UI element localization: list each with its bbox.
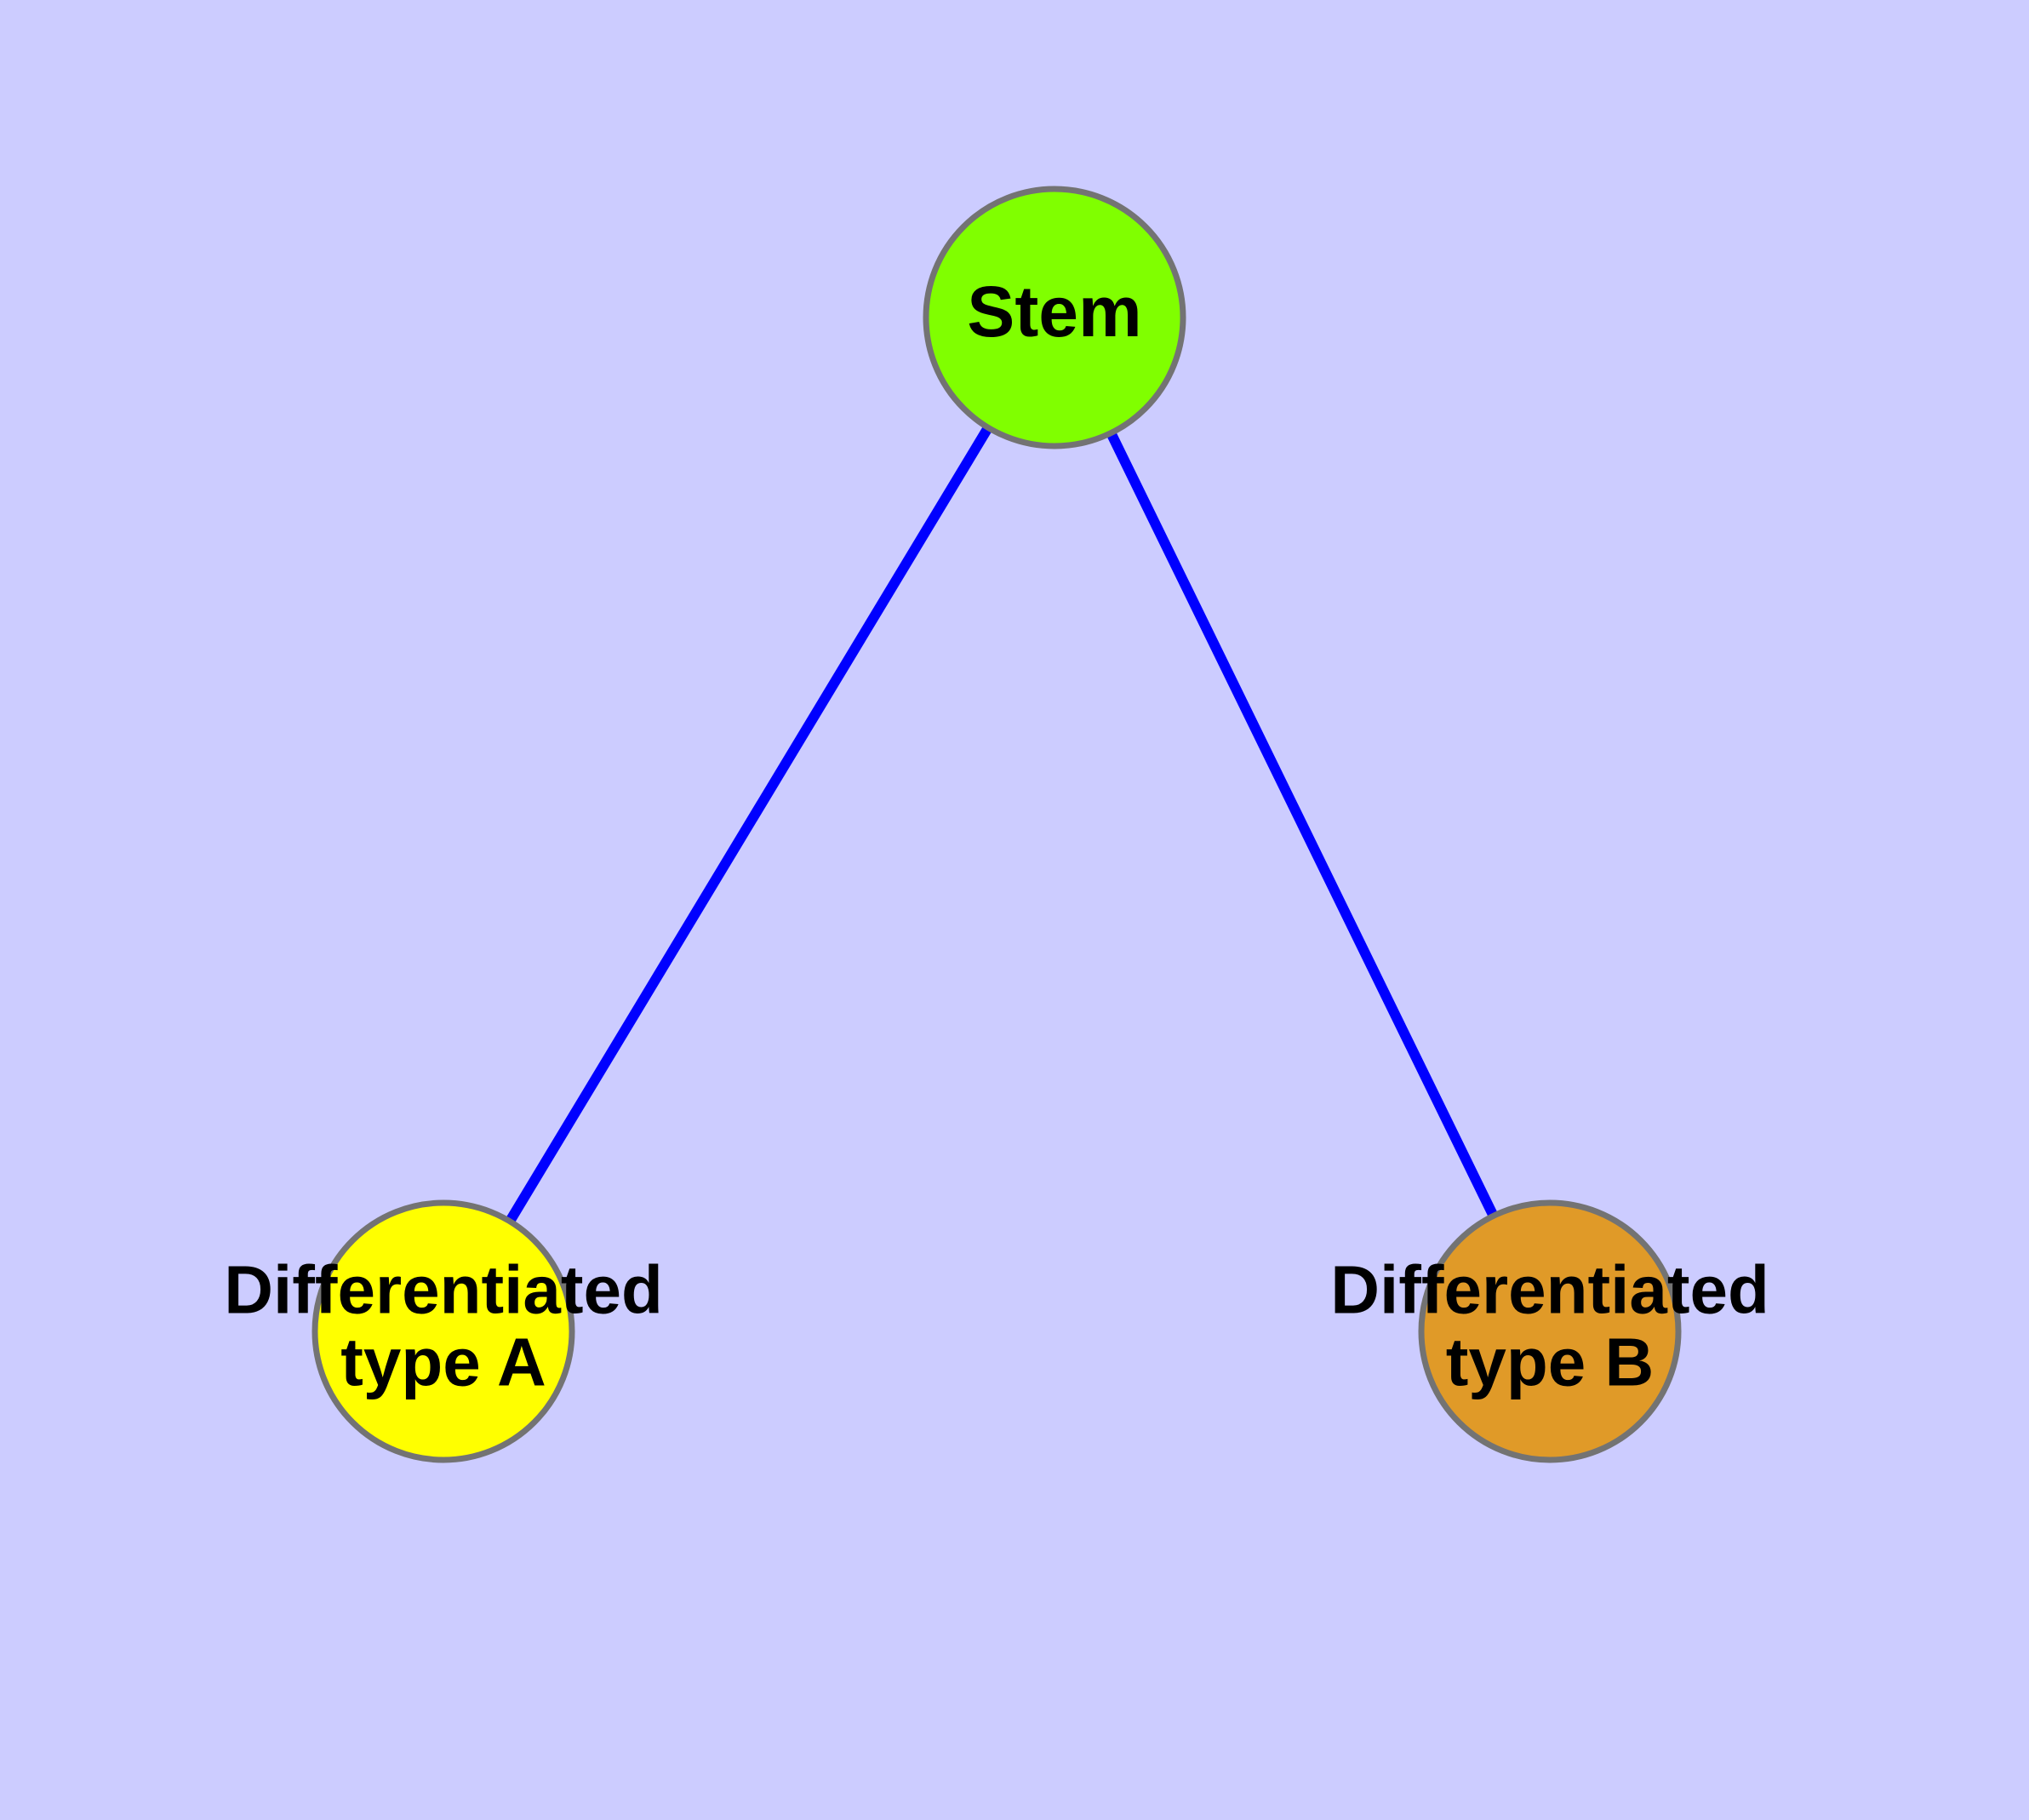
nodes-layer	[311, 186, 1682, 1463]
graph-node-diff-a[interactable]	[311, 1199, 575, 1463]
graph-node-stem[interactable]	[923, 186, 1186, 449]
graph-edge-stem-to-diff-b	[1105, 427, 1500, 1222]
edges-layer	[503, 421, 1500, 1228]
graph-node-diff-b[interactable]	[1418, 1199, 1682, 1463]
graph-edge-stem-to-diff-a	[503, 421, 995, 1228]
